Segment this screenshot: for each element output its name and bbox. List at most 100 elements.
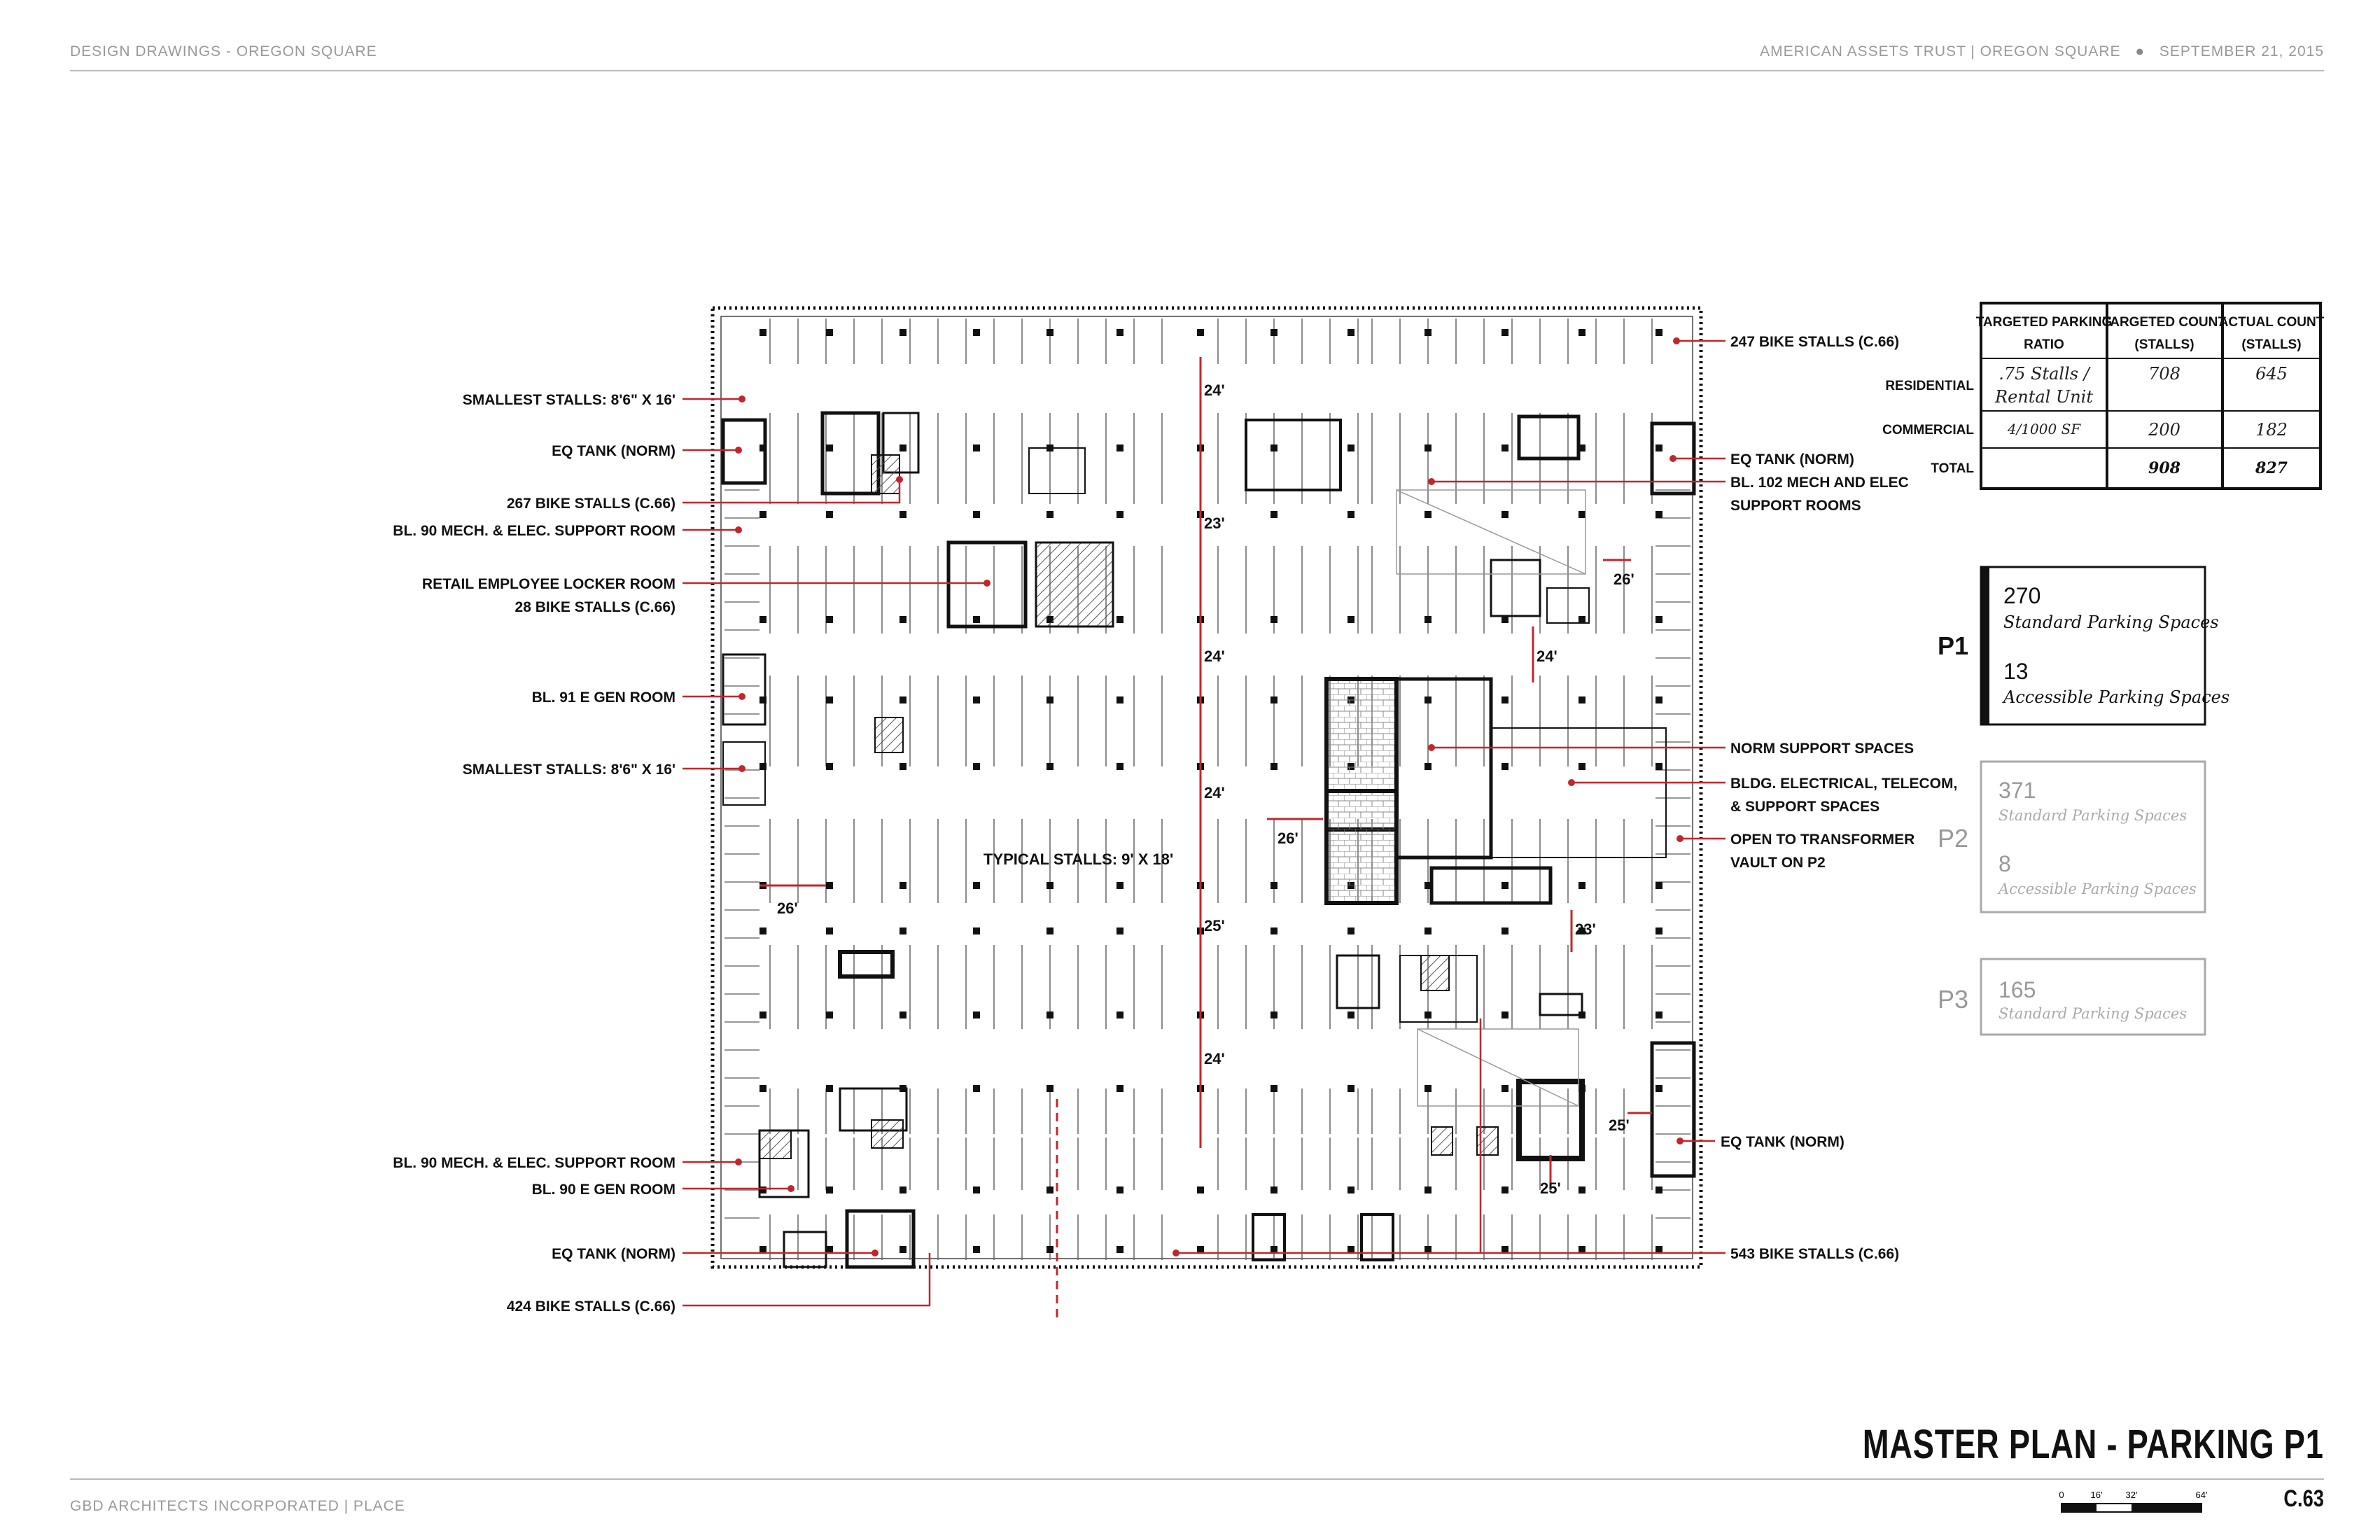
core-rooms (721, 411, 1696, 1269)
count-value: 270 (2003, 583, 2040, 608)
callout-267-bike-stalls: 267 BIKE STALLS (C.66) (507, 496, 676, 512)
callout-bl102-mech: BL. 102 MECH AND ELEC (1730, 475, 1909, 491)
dim-label: 25' (1540, 1180, 1561, 1197)
sheet-header-right: AMERICAN ASSETS TRUST | OREGON SQUARE ● … (1760, 43, 2324, 60)
dim-label: 24' (1204, 1050, 1225, 1068)
count-label: Standard Parking Spaces (1998, 807, 2187, 824)
right-callout-labels: 247 BIKE STALLS (C.66) EQ TANK (NORM) BL… (1721, 334, 1957, 1262)
table-header: (STALLS) (2241, 337, 2301, 352)
dimension-labels: 24' 23' 24' 24' 25' 24' 26' 24' 26' 26' … (777, 382, 1634, 1197)
table-row-label: RESIDENTIAL (1885, 379, 1974, 393)
callout-28-bike-stalls: 28 BIKE STALLS (C.66) (515, 599, 676, 615)
table-header: TARGETED PARKING (1976, 315, 2113, 330)
callout-424-bike-stalls: 424 BIKE STALLS (C.66) (507, 1298, 676, 1315)
scale-tick: 16' (2091, 1490, 2103, 1500)
ramps (1396, 489, 1586, 1107)
callout-bl90-mech-bottom: BL. 90 MECH. & ELEC. SUPPORT ROOM (393, 1155, 676, 1171)
right-leader-lines (1176, 340, 1726, 1254)
callout-247-bike-stalls: 247 BIKE STALLS (C.66) (1730, 334, 1899, 350)
dim-label: 26' (1278, 830, 1298, 847)
callout-eq-tank-bottom-left: EQ TANK (NORM) (552, 1246, 676, 1262)
level-label: P3 (1938, 985, 1968, 1014)
table-header: (STALLS) (2134, 337, 2194, 352)
building-outline (710, 306, 1703, 1269)
dim-label: 23' (1575, 920, 1596, 938)
right-leader-dots (1172, 337, 1684, 1256)
table-cell: 827 (2255, 459, 2288, 477)
dim-label: 25' (1609, 1116, 1630, 1134)
table-cell: 908 (2148, 459, 2180, 477)
typical-stalls-label: TYPICAL STALLS: 9' X 18' (983, 850, 1173, 868)
table-cell: 200 (2148, 420, 2180, 440)
header-date: SEPTEMBER 21, 2015 (2159, 43, 2324, 59)
dim-label: 23' (1204, 514, 1225, 532)
dim-label: 26' (777, 899, 798, 917)
callout-bl102-support: SUPPORT ROOMS (1730, 498, 1861, 514)
sheet-footer-left: GBD ARCHITECTS INCORPORATED | PLACE (70, 1498, 405, 1514)
table-row-label: TOTAL (1931, 461, 1974, 476)
count-label: Standard Parking Spaces (2003, 612, 2219, 632)
table-cell: 4/1000 SF (2007, 421, 2081, 438)
dim-label: 24' (1204, 784, 1225, 802)
dim-label: 24' (1204, 382, 1225, 399)
callout-open-transformer: OPEN TO TRANSFORMER (1730, 832, 1914, 848)
level-label: P2 (1938, 824, 1968, 853)
sheet-header-left: DESIGN DRAWINGS - OREGON SQUARE (70, 43, 377, 59)
callout-eq-tank-bottom-right: EQ TANK (NORM) (1721, 1134, 1844, 1150)
left-leader-dots (735, 396, 990, 1256)
dim-label: 24' (1204, 648, 1225, 665)
callout-norm-support: NORM SUPPORT SPACES (1730, 741, 1914, 757)
table-header: RATIO (2024, 337, 2064, 352)
callout-bldg-support: & SUPPORT SPACES (1730, 799, 1879, 815)
table-cell: 645 (2255, 364, 2288, 384)
dimension-lines (760, 357, 1652, 1323)
level-p2-card: P2 371 Standard Parking Spaces 8 Accessi… (1938, 760, 2206, 913)
callout-bl91-egen: BL. 91 E GEN ROOM (532, 690, 676, 706)
header-rule (70, 70, 2324, 71)
table-cell: 182 (2255, 420, 2288, 440)
count-value: 371 (1998, 778, 2036, 803)
table-header: TARGETED COUNT (2103, 315, 2226, 330)
structural-columns (760, 329, 1662, 1253)
level-p1-card: P1 270 Standard Parking Spaces 13 Access… (1938, 566, 2230, 726)
table-row-label: COMMERCIAL (1882, 423, 1974, 438)
callout-bl90-mech-top: BL. 90 MECH. & ELEC. SUPPORT ROOM (393, 523, 676, 539)
dim-label: 24' (1536, 648, 1558, 665)
callout-retail-locker-room: RETAIL EMPLOYEE LOCKER ROOM (422, 576, 676, 592)
sheet-title: MASTER PLAN - PARKING P1 (1863, 1422, 2324, 1467)
table-cell: Rental Unit (1994, 387, 2093, 407)
callout-vault-p2: VAULT ON P2 (1730, 855, 1826, 871)
callout-eq-tank-top-right: EQ TANK (NORM) (1730, 451, 1854, 468)
count-label: Accessible Parking Spaces (1997, 881, 2197, 897)
table-cell: 708 (2148, 364, 2180, 384)
dim-label: 26' (1614, 570, 1634, 588)
header-bullet: ● (2135, 43, 2146, 59)
parking-ratio-table: TARGETED PARKING RATIO TARGETED COUNT (S… (1882, 302, 2325, 490)
table-cell: .75 Stalls / (1998, 364, 2091, 384)
callout-bldg-electrical: BLDG. ELECTRICAL, TELECOM, (1730, 776, 1957, 792)
scale-tick: 64' (2196, 1490, 2208, 1500)
callout-smallest-stalls-top: SMALLEST STALLS: 8'6" X 16' (463, 392, 676, 408)
callout-543-bike-stalls: 543 BIKE STALLS (C.66) (1730, 1246, 1899, 1262)
callout-smallest-stalls-mid: SMALLEST STALLS: 8'6" X 16' (463, 762, 676, 778)
dim-label: 25' (1204, 917, 1225, 934)
count-label: Accessible Parking Spaces (2002, 687, 2230, 707)
callout-eq-tank-top-left: EQ TANK (NORM) (552, 443, 676, 459)
count-value: 8 (1998, 851, 2011, 876)
count-value: 165 (1998, 977, 2036, 1002)
count-label: Standard Parking Spaces (1998, 1005, 2187, 1022)
callout-bl90-egen: BL. 90 E GEN ROOM (532, 1182, 676, 1198)
left-callout-labels: SMALLEST STALLS: 8'6" X 16' EQ TANK (NOR… (393, 392, 676, 1315)
level-p3-card: P3 165 Standard Parking Spaces (1938, 958, 2206, 1036)
table-header: ACTUAL COUNT (2219, 315, 2325, 330)
count-value: 13 (2003, 659, 2029, 684)
level-label: P1 (1938, 631, 1968, 660)
scale-tick: 0 (2059, 1490, 2064, 1500)
footer-rule (70, 1478, 2324, 1480)
left-leader-lines (682, 398, 987, 1307)
header-client: AMERICAN ASSETS TRUST | OREGON SQUARE (1760, 43, 2121, 59)
scale-bar: 0 16' 32' 64' (2059, 1490, 2208, 1513)
sheet-number: C.63 (2283, 1485, 2324, 1512)
scale-tick: 32' (2126, 1490, 2138, 1500)
